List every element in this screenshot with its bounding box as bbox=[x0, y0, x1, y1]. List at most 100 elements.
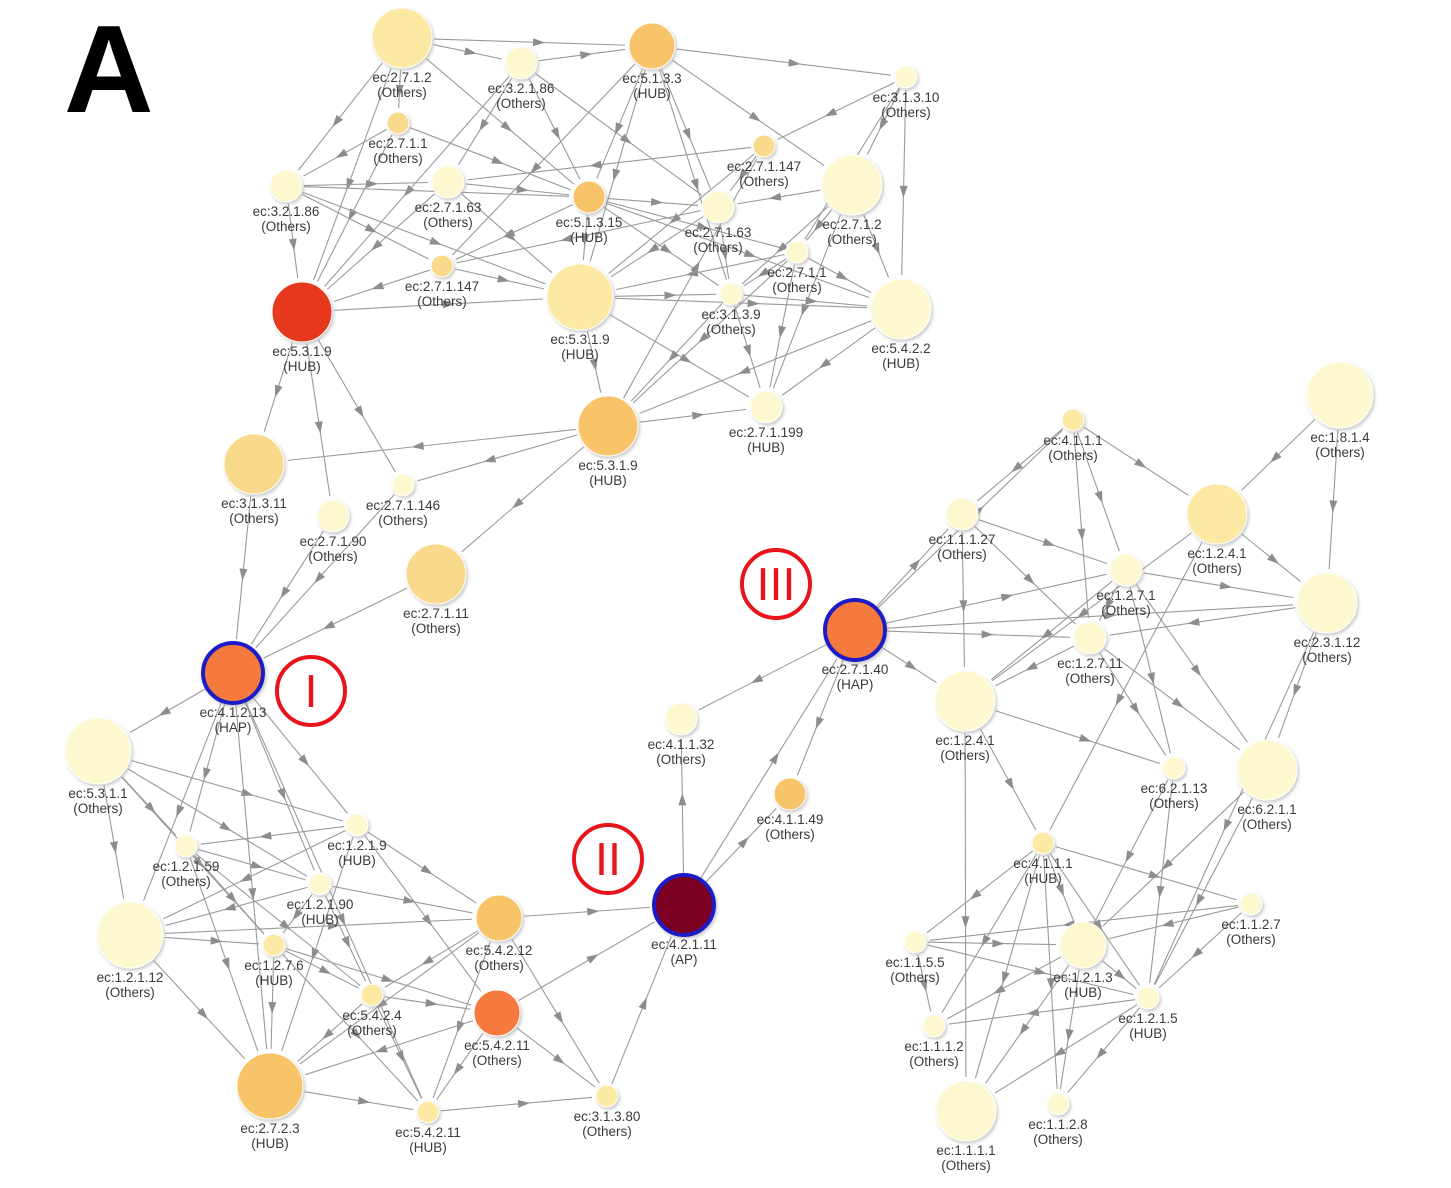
node-circle[interactable] bbox=[201, 641, 265, 705]
node-circle[interactable] bbox=[1186, 483, 1248, 545]
network-node[interactable]: ec:1.1.1.2(Others) bbox=[904, 1014, 964, 1069]
node-circle[interactable] bbox=[473, 989, 521, 1037]
node-circle[interactable] bbox=[894, 65, 918, 89]
node-circle[interactable] bbox=[391, 473, 415, 497]
network-node[interactable]: ec:1.1.1.27(Others) bbox=[929, 497, 996, 562]
node-circle[interactable] bbox=[1136, 986, 1160, 1010]
node-circle[interactable] bbox=[1073, 621, 1107, 655]
node-circle[interactable] bbox=[405, 543, 467, 605]
network-node[interactable]: ec:2.3.1.12(Others) bbox=[1294, 572, 1361, 665]
network-node[interactable]: ec:2.7.2.3(HUB) bbox=[236, 1052, 304, 1151]
network-node[interactable]: ec:5.3.1.1(Others) bbox=[64, 717, 132, 816]
network-node[interactable]: ec:4.1.1.49(Others) bbox=[757, 777, 824, 842]
node-circle[interactable] bbox=[935, 1080, 997, 1142]
network-node[interactable]: ec:5.3.1.9(HUB) bbox=[271, 281, 333, 374]
network-node[interactable]: ec:1.2.7.11(Others) bbox=[1057, 621, 1123, 686]
node-circle[interactable] bbox=[701, 190, 735, 224]
node-circle[interactable] bbox=[945, 497, 979, 531]
node-circle[interactable] bbox=[1109, 553, 1143, 587]
network-node[interactable]: ec:1.1.2.7(Others) bbox=[1221, 892, 1281, 947]
node-circle[interactable] bbox=[371, 7, 433, 69]
network-node[interactable]: ec:2.7.1.11(Others) bbox=[403, 543, 469, 636]
network-node[interactable]: ec:5.4.2.2(HUB) bbox=[870, 278, 932, 371]
node-circle[interactable] bbox=[1239, 892, 1263, 916]
node-circle[interactable] bbox=[628, 22, 676, 70]
network-node[interactable]: ec:1.2.1.59(Others) bbox=[153, 834, 220, 889]
node-circle[interactable] bbox=[174, 834, 198, 858]
network-node[interactable]: ec:1.1.5.5(Others) bbox=[885, 930, 945, 985]
node-circle[interactable] bbox=[823, 598, 887, 662]
node-circle[interactable] bbox=[922, 1014, 946, 1038]
node-circle[interactable] bbox=[577, 395, 639, 457]
node-circle[interactable] bbox=[64, 717, 132, 785]
network-node[interactable]: ec:2.7.1.40(HAP) bbox=[822, 598, 889, 692]
node-circle[interactable] bbox=[821, 154, 883, 216]
network-node[interactable]: ec:2.7.1.199(HUB) bbox=[729, 390, 803, 455]
network-node[interactable]: ec:1.1.1.1(Others) bbox=[935, 1080, 997, 1173]
network-node[interactable]: ec:5.4.2.12(Others) bbox=[466, 894, 533, 973]
network-node[interactable]: ec:1.2.1.9(HUB) bbox=[327, 813, 387, 868]
network-node[interactable]: ec:2.7.1.2(Others) bbox=[371, 7, 433, 100]
network-node[interactable]: ec:3.2.1.86(Others) bbox=[253, 169, 320, 234]
network-node[interactable]: ec:4.2.1.11(AP) bbox=[651, 873, 717, 967]
node-circle[interactable] bbox=[1162, 756, 1186, 780]
network-node[interactable]: ec:4.1.1.1(Others) bbox=[1043, 408, 1103, 463]
node-circle[interactable] bbox=[262, 933, 286, 957]
network-node[interactable]: ec:4.1.2.13(HAP) bbox=[200, 641, 267, 735]
network-node[interactable]: ec:1.2.7.1(Others) bbox=[1096, 553, 1156, 618]
node-circle[interactable] bbox=[504, 46, 538, 80]
network-node[interactable]: ec:5.3.1.9(HUB) bbox=[546, 263, 614, 362]
node-circle[interactable] bbox=[870, 278, 932, 340]
network-node[interactable]: ec:5.3.1.9(HUB) bbox=[577, 395, 639, 488]
node-circle[interactable] bbox=[1061, 408, 1085, 432]
network-node[interactable]: ec:1.2.1.12(Others) bbox=[96, 901, 164, 1000]
node-circle[interactable] bbox=[595, 1084, 619, 1108]
network-node[interactable]: ec:5.4.2.11(HUB) bbox=[395, 1100, 461, 1155]
node-circle[interactable] bbox=[269, 169, 303, 203]
network-node[interactable]: ec:1.2.1.90(HUB) bbox=[287, 872, 354, 927]
network-node[interactable]: ec:4.1.1.32(Others) bbox=[648, 702, 715, 767]
network-node[interactable]: ec:2.7.1.63(Others) bbox=[685, 190, 752, 255]
network-node[interactable]: ec:1.2.1.5(HUB) bbox=[1118, 986, 1178, 1041]
node-circle[interactable] bbox=[316, 499, 350, 533]
node-circle[interactable] bbox=[345, 813, 369, 837]
network-node[interactable]: ec:2.7.1.63(Others) bbox=[415, 165, 482, 230]
node-circle[interactable] bbox=[1236, 739, 1298, 801]
network-node[interactable]: ec:5.4.2.4(Others) bbox=[342, 983, 402, 1038]
network-node[interactable]: ec:6.2.1.13(Others) bbox=[1141, 756, 1208, 811]
network-node[interactable]: ec:2.7.1.147(Others) bbox=[727, 134, 801, 189]
network-node[interactable]: ec:5.1.3.15(HUB) bbox=[556, 180, 623, 245]
network-node[interactable]: ec:1.2.4.1(Others) bbox=[1186, 483, 1248, 576]
node-circle[interactable] bbox=[1031, 831, 1055, 855]
network-node[interactable]: ec:2.7.1.90(Others) bbox=[300, 499, 367, 564]
node-circle[interactable] bbox=[749, 390, 783, 424]
network-node[interactable]: ec:2.7.1.2(Others) bbox=[821, 154, 883, 247]
node-circle[interactable] bbox=[664, 702, 698, 736]
network-node[interactable]: ec:4.1.1.1(HUB) bbox=[1013, 831, 1073, 886]
node-circle[interactable] bbox=[431, 165, 465, 199]
node-circle[interactable] bbox=[386, 111, 410, 135]
node-circle[interactable] bbox=[903, 930, 927, 954]
network-node[interactable]: ec:1.8.1.4(Others) bbox=[1306, 361, 1374, 460]
network-node[interactable]: ec:3.1.3.9(Others) bbox=[701, 282, 761, 337]
network-node[interactable]: ec:2.7.1.146(Others) bbox=[366, 473, 440, 528]
network-node[interactable]: ec:3.2.1.86(Others) bbox=[488, 46, 555, 111]
node-circle[interactable] bbox=[719, 282, 743, 306]
node-circle[interactable] bbox=[1296, 572, 1358, 634]
node-circle[interactable] bbox=[1059, 921, 1107, 969]
network-node[interactable]: ec:2.7.1.1(Others) bbox=[368, 111, 428, 166]
node-circle[interactable] bbox=[572, 180, 606, 214]
network-node[interactable]: ec:6.2.1.1(Others) bbox=[1236, 739, 1298, 832]
network-node[interactable]: ec:2.7.1.147(Others) bbox=[405, 254, 479, 309]
node-circle[interactable] bbox=[934, 670, 996, 732]
network-node[interactable]: ec:5.1.3.3(HUB) bbox=[622, 22, 682, 101]
network-node[interactable]: ec:2.7.1.1(Others) bbox=[767, 240, 827, 295]
node-circle[interactable] bbox=[416, 1100, 440, 1124]
network-node[interactable]: ec:3.1.3.11(Others) bbox=[221, 433, 287, 526]
node-circle[interactable] bbox=[223, 433, 285, 495]
node-circle[interactable] bbox=[430, 254, 454, 278]
node-circle[interactable] bbox=[475, 894, 523, 942]
node-circle[interactable] bbox=[546, 263, 614, 331]
network-node[interactable]: ec:1.2.4.1(Others) bbox=[934, 670, 996, 763]
network-node[interactable]: ec:1.2.1.3(HUB) bbox=[1053, 921, 1113, 1000]
